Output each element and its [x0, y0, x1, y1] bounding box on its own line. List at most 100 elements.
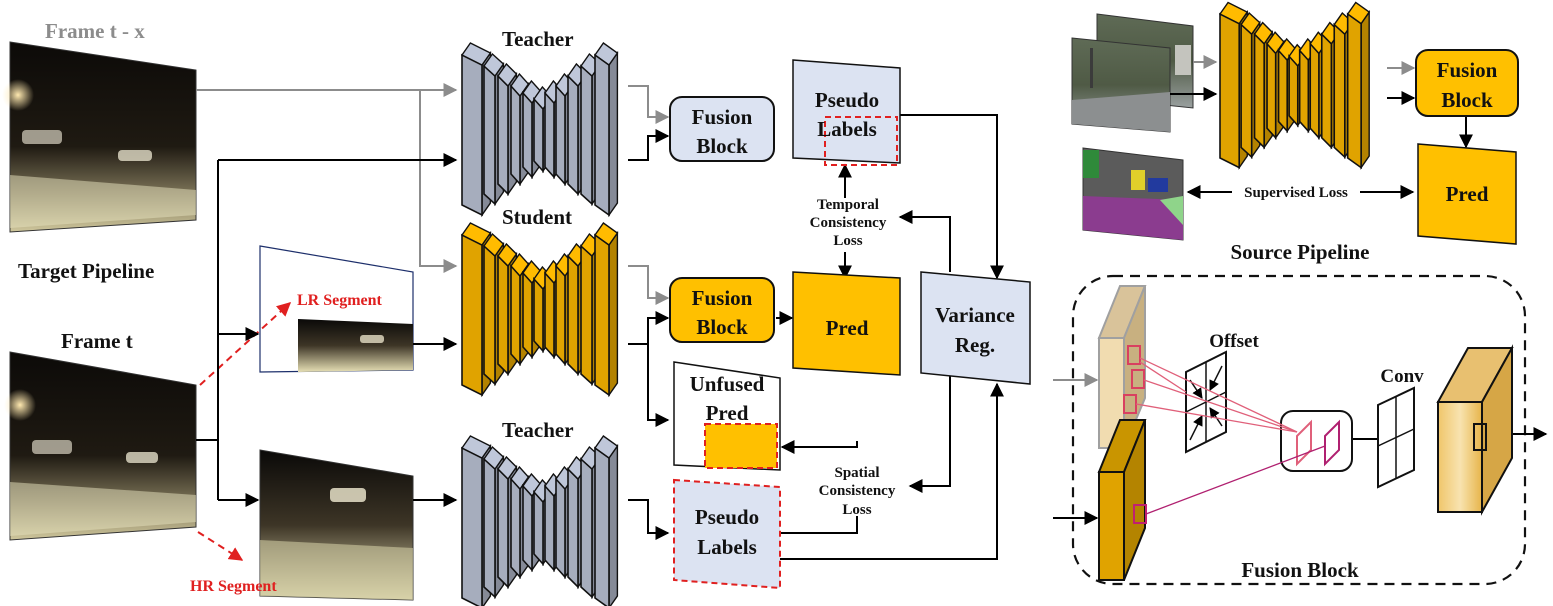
network-layer-top	[497, 62, 518, 88]
unfused-pred-box: Unfused Pred	[673, 361, 781, 471]
lr-crop-arrow	[199, 302, 292, 386]
source-network	[1218, 1, 1371, 170]
network-layer-front	[461, 446, 483, 606]
network-layer-front	[567, 254, 579, 376]
source-fusion-line1: Fusion	[1437, 58, 1498, 82]
source-fusion-line2: Block	[1441, 88, 1493, 112]
network-layer-front	[1266, 41, 1277, 140]
lr-segment-image	[259, 245, 414, 373]
network-layer-front	[497, 254, 509, 376]
hr-crop-arrow	[197, 531, 244, 561]
pseudo-labels-top: Pseudo Labels	[792, 59, 901, 166]
network-layer-front	[497, 467, 509, 589]
sampling-lines	[1135, 357, 1326, 515]
network-layer-front	[1309, 41, 1320, 140]
network-layer-top	[594, 435, 619, 459]
network-layer-front	[1253, 32, 1265, 150]
network-layer-front	[461, 233, 483, 397]
prev-feature-map	[1097, 285, 1147, 449]
network-layer-front	[544, 483, 555, 573]
network-layer-front	[580, 244, 593, 386]
fusion-block-top: Fusion Block	[669, 96, 775, 162]
network-layer-top	[460, 42, 492, 66]
network-layer-top	[497, 242, 518, 268]
network-layer-top	[483, 445, 505, 471]
network-layer-front	[594, 53, 610, 217]
network-layer-top	[594, 222, 619, 246]
pseudo-top-line2: Labels	[817, 117, 877, 141]
teacher-network-bottom	[460, 435, 619, 606]
network-layer-side	[608, 230, 619, 398]
supervised-loss-label: Supervised Loss	[1244, 185, 1348, 201]
output-feature-map	[1436, 344, 1514, 516]
network-layer-front	[1277, 48, 1288, 134]
network-layer-front	[483, 457, 496, 599]
network-layer-front	[567, 74, 579, 196]
network-layer-top	[1253, 21, 1274, 45]
unfused-line2: Pred	[706, 401, 749, 425]
network-layer-front	[555, 83, 566, 187]
spatial-line2: Consistency	[819, 483, 896, 499]
network-layer-front	[1219, 12, 1240, 169]
network-layer-front	[594, 233, 610, 397]
network-layer-top	[460, 222, 492, 246]
network-layer-top	[1346, 1, 1371, 25]
source-gray-arrows	[1193, 55, 1416, 75]
spatial-line3: Loss	[842, 502, 871, 518]
pseudo-bottom-line1: Pseudo	[695, 505, 759, 529]
network-layer-front	[510, 476, 521, 580]
network-layer-front	[544, 90, 555, 180]
network-layer-front	[1298, 48, 1310, 134]
teacher-bottom-label: Teacher	[502, 418, 574, 442]
source-pred-box: Pred	[1417, 143, 1517, 245]
network-layer-top	[594, 42, 619, 66]
frame-cur-label: Frame t	[61, 329, 133, 353]
fusion-block-mid-line2: Block	[696, 315, 748, 339]
network-layer-top	[483, 232, 505, 258]
fusion-detail-io-arrows	[1053, 373, 1548, 525]
conv-kernel	[1377, 386, 1415, 489]
network-layer-front	[510, 83, 521, 187]
variance-line1: Variance	[935, 303, 1015, 327]
network-layer-top	[483, 52, 505, 78]
network-layer-front	[533, 276, 544, 354]
fusion-block-mid: Fusion Block	[669, 277, 775, 343]
cur-frame-flow	[196, 114, 1004, 560]
sampled-patch-box	[1280, 410, 1353, 472]
network-layer-top	[497, 455, 518, 481]
network-layer-front	[555, 263, 566, 367]
network-layer-front	[594, 446, 610, 606]
network-layer-front	[497, 74, 509, 196]
frame-prev-image	[2, 41, 197, 233]
fusion-detail-title: Fusion Block	[1241, 558, 1359, 582]
network-layer-top	[1266, 31, 1285, 55]
network-layer-front	[483, 64, 496, 206]
conv-label: Conv	[1380, 366, 1424, 387]
network-layer-side	[608, 443, 619, 606]
network-layer-front	[1320, 32, 1333, 150]
frame-prev-label: Frame t - x	[45, 19, 145, 43]
source-frame-images	[1071, 13, 1194, 133]
temporal-line3: Loss	[833, 233, 862, 249]
network-layer-front	[567, 467, 579, 589]
target-pipeline-label: Target Pipeline	[18, 259, 154, 283]
source-segmentation-map	[1082, 147, 1184, 241]
fusion-block-top-line1: Fusion	[692, 105, 753, 129]
network-layer-front	[555, 476, 566, 580]
network-layer-front	[522, 483, 533, 573]
spatial-line1: Spatial	[834, 465, 879, 481]
network-layer-side	[608, 50, 619, 218]
student-network	[460, 222, 619, 398]
pred-box: Pred	[792, 271, 901, 376]
network-layer-top	[510, 72, 530, 98]
network-layer-side	[1360, 9, 1370, 170]
offset-grid	[1185, 350, 1227, 454]
temporal-line2: Consistency	[810, 215, 887, 231]
cur-feature-map	[1097, 419, 1147, 581]
network-layer-top	[460, 435, 492, 459]
hr-segment-image	[259, 449, 414, 601]
offset-label: Offset	[1209, 331, 1259, 352]
network-layer-front	[461, 53, 483, 217]
network-layer-front	[522, 270, 533, 360]
pseudo-top-line1: Pseudo	[815, 88, 879, 112]
